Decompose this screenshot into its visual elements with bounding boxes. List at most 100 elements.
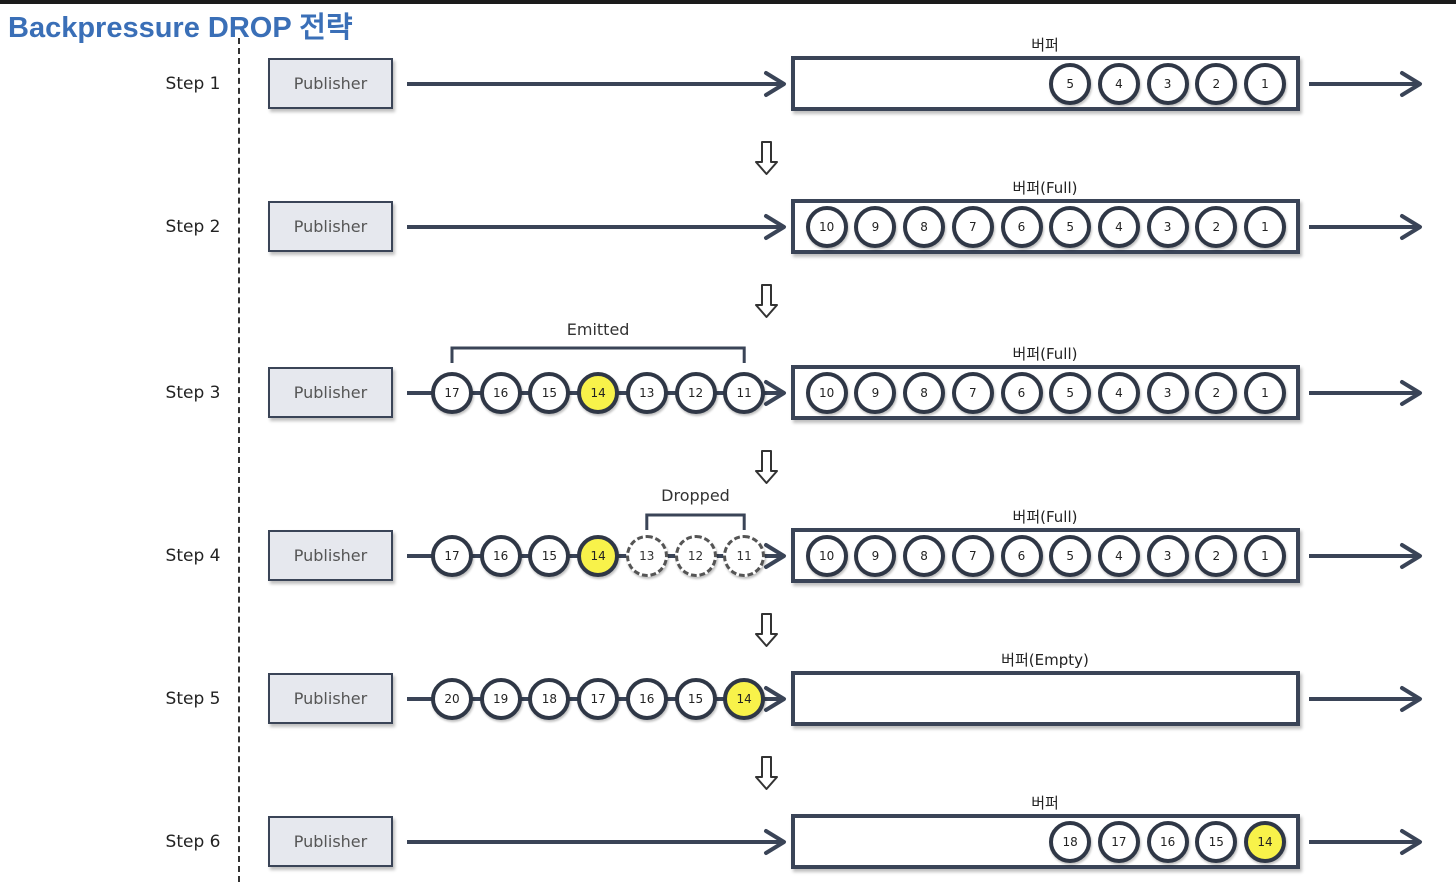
- step-label: Step 6: [165, 832, 221, 852]
- buffer-label: 버퍼(Full): [1012, 345, 1078, 363]
- output-arrowhead: [1400, 380, 1422, 406]
- stream-marble: 17: [577, 678, 620, 720]
- down-arrow-icon: [755, 613, 778, 647]
- publisher-box: Publisher: [268, 530, 393, 581]
- buffer-marble: 4: [1097, 63, 1140, 105]
- dropped-marble: 11: [723, 535, 766, 577]
- page-title: Backpressure DROP 전략: [8, 12, 353, 44]
- bracket-line: [450, 346, 746, 363]
- buffer-marble: 3: [1146, 372, 1189, 414]
- buffer-label: 버퍼(Empty): [1001, 651, 1089, 669]
- flow-arrowhead: [764, 380, 786, 406]
- buffer-marble: 4: [1097, 206, 1140, 248]
- buffer-marble: 10: [805, 535, 848, 577]
- buffer-label: 버퍼(Full): [1012, 508, 1078, 526]
- stream-marble: 12: [674, 372, 717, 414]
- output-arrowhead: [1400, 829, 1422, 855]
- buffer-marble: 9: [854, 372, 897, 414]
- buffer-marble: 7: [951, 372, 994, 414]
- step-label: Step 3: [165, 383, 221, 403]
- step-label: Step 4: [165, 546, 221, 566]
- buffer-label: 버퍼: [1031, 794, 1059, 812]
- flow-arrowhead: [764, 829, 786, 855]
- highlighted-marble: 14: [577, 372, 620, 414]
- bracket-line: [645, 513, 746, 530]
- dashed-divider: [238, 38, 240, 882]
- buffer-marble: 5: [1049, 63, 1092, 105]
- buffer-marble: 15: [1195, 821, 1238, 863]
- stream-marble: 15: [528, 372, 571, 414]
- output-arrowhead: [1400, 214, 1422, 240]
- bracket-label: Emitted: [566, 320, 630, 339]
- flow-arrowhead: [764, 543, 786, 569]
- buffer-marble: 2: [1195, 206, 1238, 248]
- stream-marble: 19: [479, 678, 522, 720]
- buffer-marble: 17: [1097, 821, 1140, 863]
- buffer-marble: 9: [854, 206, 897, 248]
- step-label: Step 2: [165, 217, 221, 237]
- buffer-marble: 4: [1097, 372, 1140, 414]
- buffer-marble: 7: [951, 535, 994, 577]
- buffer-marble: 1: [1244, 535, 1286, 577]
- stream-marble: 20: [431, 678, 473, 720]
- buffer-marble: 2: [1195, 372, 1238, 414]
- stream-marble: 16: [479, 372, 522, 414]
- publisher-box: Publisher: [268, 816, 393, 867]
- buffer-marble: 2: [1195, 63, 1238, 105]
- down-arrow-icon: [755, 141, 778, 175]
- buffer-box: [791, 671, 1300, 726]
- highlighted-marble: 14: [577, 535, 620, 577]
- step-label: Step 5: [165, 689, 221, 709]
- buffer-label: 버퍼(Full): [1012, 179, 1078, 197]
- flow-arrowhead: [764, 686, 786, 712]
- publisher-box: Publisher: [268, 673, 393, 724]
- publisher-box: Publisher: [268, 367, 393, 418]
- stream-marble: 16: [625, 678, 668, 720]
- buffer-marble: 5: [1049, 372, 1092, 414]
- flow-arrowhead: [764, 71, 786, 97]
- buffer-marble: 16: [1146, 821, 1189, 863]
- buffer-marble: 9: [854, 535, 897, 577]
- buffer-marble: 10: [805, 206, 848, 248]
- publisher-box: Publisher: [268, 201, 393, 252]
- stream-marble: 18: [528, 678, 571, 720]
- stream-marble: 17: [431, 372, 473, 414]
- stream-marble: 13: [625, 372, 668, 414]
- buffer-marble: 3: [1146, 63, 1189, 105]
- buffer-marble: 8: [903, 206, 946, 248]
- buffer-marble: 4: [1097, 535, 1140, 577]
- buffer-marble: 1: [1244, 206, 1286, 248]
- buffer-marble: 1: [1244, 63, 1286, 105]
- stream-marble: 11: [723, 372, 766, 414]
- buffer-marble: 3: [1146, 206, 1189, 248]
- down-arrow-icon: [755, 284, 778, 318]
- buffer-marble: 18: [1049, 821, 1092, 863]
- highlighted-marble: 14: [723, 678, 766, 720]
- top-bar: [0, 0, 1456, 4]
- buffer-marble: 2: [1195, 535, 1238, 577]
- buffer-marble: 8: [903, 535, 946, 577]
- buffer-marble: 6: [1000, 535, 1043, 577]
- buffer-marble: 8: [903, 372, 946, 414]
- buffer-marble: 6: [1000, 372, 1043, 414]
- buffer-marble: 6: [1000, 206, 1043, 248]
- stream-marble: 16: [479, 535, 522, 577]
- buffer-marble: 1: [1244, 372, 1286, 414]
- step-label: Step 1: [165, 74, 221, 94]
- stream-marble: 15: [674, 678, 717, 720]
- down-arrow-icon: [755, 450, 778, 484]
- buffer-label: 버퍼: [1031, 36, 1059, 54]
- bracket-label: Dropped: [661, 486, 730, 505]
- buffer-marble: 3: [1146, 535, 1189, 577]
- dropped-marble: 12: [674, 535, 717, 577]
- output-arrowhead: [1400, 71, 1422, 97]
- highlighted-marble: 14: [1244, 821, 1286, 863]
- buffer-marble: 7: [951, 206, 994, 248]
- publisher-box: Publisher: [268, 58, 393, 109]
- output-arrowhead: [1400, 686, 1422, 712]
- buffer-marble: 5: [1049, 535, 1092, 577]
- dropped-marble: 13: [625, 535, 668, 577]
- output-arrowhead: [1400, 543, 1422, 569]
- stream-marble: 15: [528, 535, 571, 577]
